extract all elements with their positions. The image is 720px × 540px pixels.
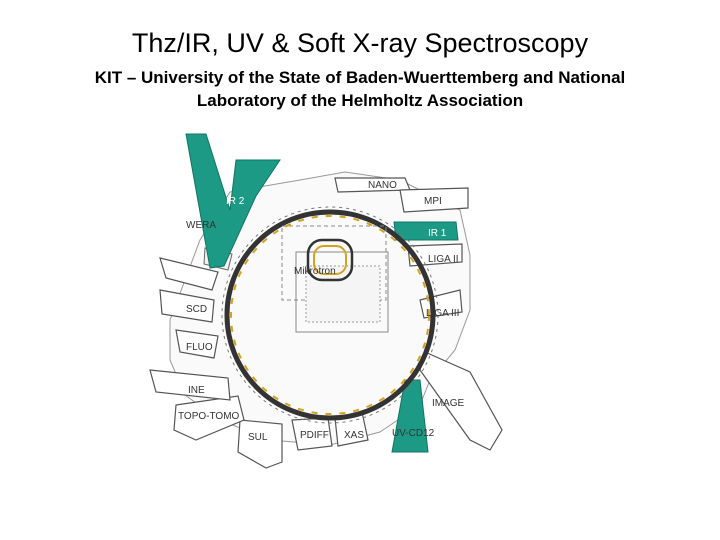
label-image: IMAGE: [432, 398, 465, 409]
page-subtitle: KIT – University of the State of Baden-W…: [40, 66, 680, 112]
label-ir2: IR 2: [226, 196, 245, 207]
beamline-uvcd12: [391, 379, 429, 453]
beamline-ine: [149, 369, 231, 401]
label-pdiff: PDIFF: [300, 430, 329, 441]
label-topotomo: TOPO-TOMO: [178, 411, 240, 422]
label-ir1: IR 1: [428, 228, 447, 239]
beamline-scd: [159, 289, 215, 323]
beamline-fluo: [175, 329, 219, 359]
microtron-inner: [313, 245, 347, 275]
central-building: [281, 225, 389, 333]
microtron: [306, 238, 354, 282]
label-xas: XAS: [344, 430, 364, 441]
label-liga2: LIGA II: [428, 254, 459, 265]
beamline-blocks: [149, 177, 503, 469]
beamline-ir1: [393, 221, 459, 241]
label-wera: WERA: [186, 220, 216, 231]
beamline-sul: [237, 419, 283, 469]
beamline-liga2: [407, 243, 463, 267]
diagram-labels: Mikrotron NANO MPI IR 1 LIGA II LIGA III…: [178, 180, 465, 443]
label-uvcd12: UV-CD12: [392, 428, 435, 439]
storage-ring-inner: [230, 215, 430, 415]
beamline-wera: [159, 257, 219, 291]
subtitle-line-2: Laboratory of the Helmholtz Association: [196, 91, 524, 110]
label-mpi: MPI: [424, 196, 442, 207]
label-sul: SUL: [248, 432, 268, 443]
page-title: Thz/IR, UV & Soft X-ray Spectroscopy: [131, 28, 589, 58]
label-mikrotron: Mikrotron: [294, 266, 336, 277]
storage-ring-outer: [221, 206, 439, 424]
beamline-image: [419, 351, 503, 451]
beamline-mpi: [399, 187, 469, 213]
label-ine: INE: [188, 385, 205, 396]
subtitle-line-1: KIT – University of the State of Baden-W…: [94, 68, 626, 87]
beamline-ir2: [185, 133, 281, 269]
storage-ring: [224, 209, 436, 421]
label-fluo: FLUO: [186, 342, 213, 353]
label-liga3: LIGA III: [426, 308, 459, 319]
label-nano: NANO: [368, 180, 397, 191]
label-scd: SCD: [186, 304, 207, 315]
